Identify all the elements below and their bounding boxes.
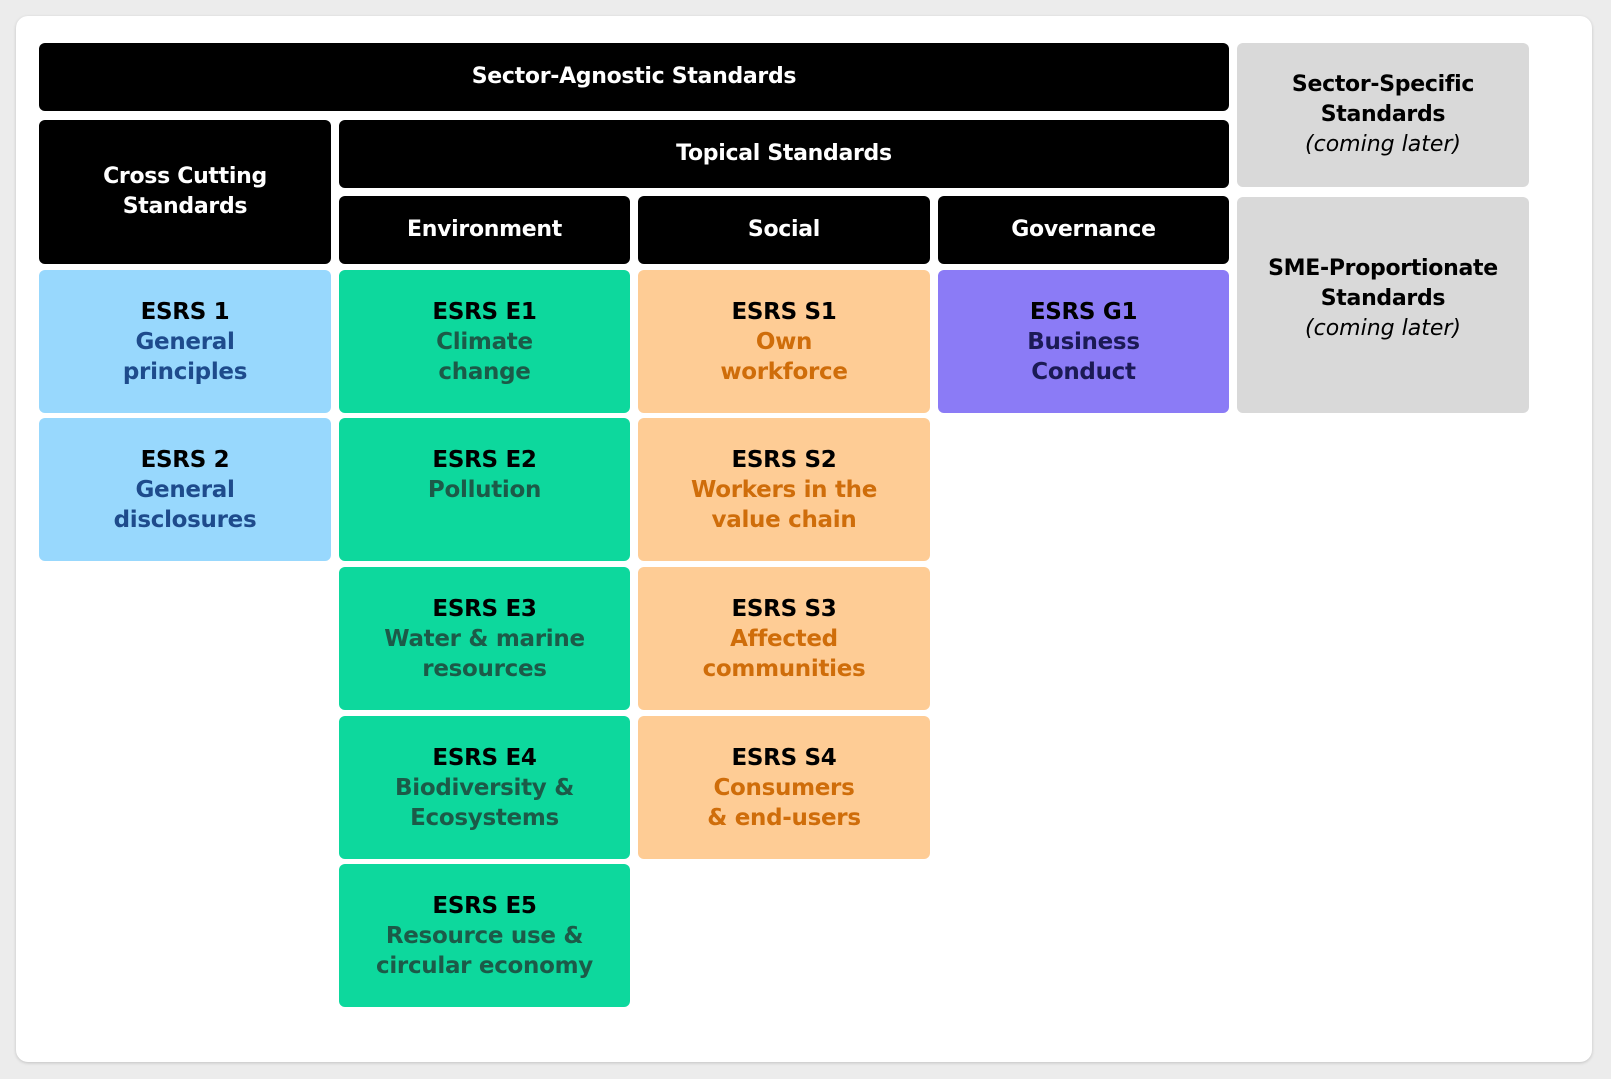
sector-agnostic-label: Sector-Agnostic Standards	[471, 64, 797, 89]
topical-label: Topical Standards	[676, 141, 892, 166]
standard-tile-esrs-e4: ESRS E4 Biodiversity & Ecosystems	[339, 716, 630, 859]
sme-note: (coming later)	[1305, 316, 1461, 341]
sector-specific-panel: Sector-Specific Standards (coming later)	[1237, 43, 1529, 187]
standard-name: Business Conduct	[1027, 329, 1140, 385]
standard-code: ESRS S3	[731, 596, 837, 622]
topical-header: Topical Standards	[339, 120, 1229, 188]
standard-tile-esrs-g1: ESRS G1 Business Conduct	[938, 270, 1229, 413]
standard-name: General principles	[122, 329, 248, 385]
standard-tile-esrs-s1: ESRS S1 Own workforce	[638, 270, 930, 413]
standard-code: ESRS E1	[432, 299, 537, 325]
standard-name: Own workforce	[720, 329, 848, 385]
standard-code: ESRS S1	[731, 299, 837, 325]
environment-header: Environment	[339, 196, 630, 264]
sector-specific-title: Sector-Specific Standards	[1291, 72, 1475, 127]
standard-tile-esrs-e3: ESRS E3 Water & marine resources	[339, 567, 630, 710]
cross-cutting-label: Cross Cutting Standards	[103, 164, 267, 219]
sector-agnostic-header: Sector-Agnostic Standards	[39, 43, 1229, 111]
standard-code: ESRS E4	[432, 745, 537, 771]
standard-name: Affected communities	[702, 626, 866, 682]
standard-tile-esrs-2: ESRS 2 General disclosures	[39, 418, 331, 561]
standard-code: ESRS 2	[140, 447, 230, 473]
social-header: Social	[638, 196, 930, 264]
standard-code: ESRS S2	[731, 447, 837, 473]
standard-name: General disclosures	[113, 477, 257, 533]
standard-code: ESRS E5	[432, 893, 537, 919]
sector-specific-note: (coming later)	[1305, 132, 1461, 157]
standard-tile-esrs-s4: ESRS S4 Consumers & end-users	[638, 716, 930, 859]
standard-code: ESRS S4	[731, 745, 837, 771]
governance-label: Governance	[1011, 217, 1156, 242]
standard-code: ESRS E2	[432, 447, 537, 473]
standard-tile-esrs-1: ESRS 1 General principles	[39, 270, 331, 413]
standard-code: ESRS 1	[140, 299, 230, 325]
standard-code: ESRS E3	[432, 596, 537, 622]
standard-tile-esrs-s2: ESRS S2 Workers in the value chain	[638, 418, 930, 561]
standard-tile-esrs-e1: ESRS E1 Climate change	[339, 270, 630, 413]
governance-header: Governance	[938, 196, 1229, 264]
standard-name: Climate change	[436, 329, 533, 385]
standard-tile-esrs-e2: ESRS E2 Pollution	[339, 418, 630, 561]
standard-tile-esrs-s3: ESRS S3 Affected communities	[638, 567, 930, 710]
standard-name: Resource use & circular economy	[376, 923, 593, 979]
sme-title: SME-Proportionate Standards	[1268, 256, 1498, 311]
standard-name: Biodiversity & Ecosystems	[395, 775, 574, 831]
standard-name: Workers in the value chain	[690, 477, 878, 533]
social-label: Social	[747, 217, 821, 242]
standard-name: Pollution	[427, 477, 542, 503]
standard-tile-esrs-e5: ESRS E5 Resource use & circular economy	[339, 864, 630, 1007]
sme-panel: SME-Proportionate Standards (coming late…	[1237, 197, 1529, 413]
standard-name: Consumers & end-users	[707, 775, 861, 831]
standard-code: ESRS G1	[1029, 299, 1138, 325]
diagram-card: Sector-Agnostic Standards Cross Cutting …	[16, 16, 1592, 1062]
standard-name: Water & marine resources	[384, 626, 585, 682]
cross-cutting-header: Cross Cutting Standards	[39, 120, 331, 264]
environment-label: Environment	[407, 217, 562, 242]
